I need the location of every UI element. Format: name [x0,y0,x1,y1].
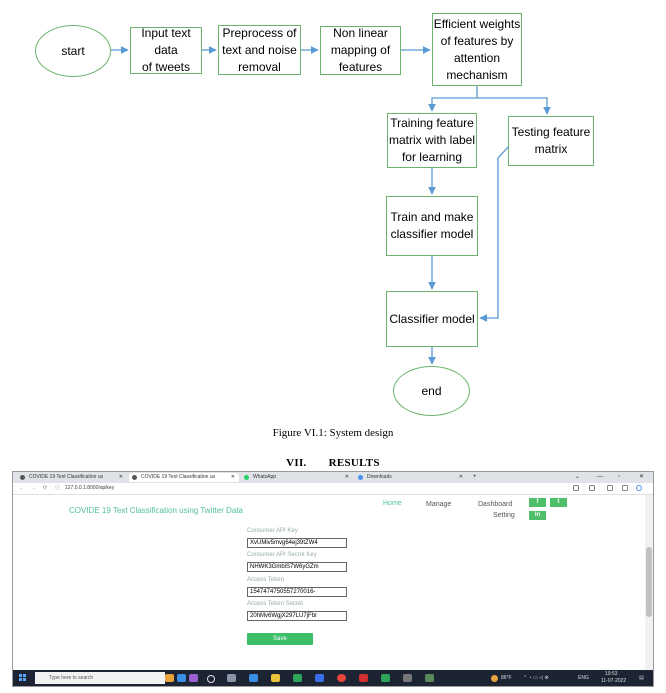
download-icon [358,475,363,480]
taskbar-search-input[interactable]: Type here to search [35,672,165,684]
taskbar-app-icon[interactable] [271,674,280,682]
browser-tab-bar: COVIDE 19 Text Classification us ✕ COVID… [13,472,653,483]
new-tab-button[interactable]: + [473,474,477,480]
nav-manage[interactable]: Manage [426,501,452,508]
node-end: end [393,366,470,416]
reload-icon[interactable]: ⟳ [43,485,48,491]
tab-label: Downloads [367,474,392,480]
share-icon[interactable] [573,485,579,491]
notification-icon[interactable]: ▤ [639,675,644,681]
scrollbar-thumb[interactable] [646,547,652,617]
close-icon[interactable]: ✕ [458,474,463,480]
node-start: start [35,25,111,77]
node-nonlinear: Non linear mapping of features [320,26,401,75]
taskbar-app-icon[interactable] [177,674,186,682]
address-bar: ← → ⟳ ⓘ 127.0.0.1:8000/apikey [13,483,653,495]
windows-taskbar: Type here to search 86°F ⌃ ◔ ▭ ◁ ⊗ ENG 1… [13,670,653,686]
weather-icon [491,675,498,682]
task-view-icon[interactable] [227,674,236,682]
taskbar-app-icon[interactable] [381,674,390,682]
tab-label: COVIDE 19 Text Classification us [29,474,104,480]
access-token-label: Access Token [247,577,284,583]
windows-start-icon[interactable] [19,674,27,682]
system-design-flowchart [110,46,551,365]
consumer-api-key-input[interactable]: XvUMiv5mvg64ej39tZW4 [247,538,347,548]
forward-icon[interactable]: → [31,485,36,491]
node-testing: Testing feature matrix [508,116,594,166]
tab-label: COVIDE 19 Text Classification us [141,474,216,480]
taskbar-app-icon[interactable] [315,674,324,682]
clock-date[interactable]: 11-07-2022 [601,678,627,684]
access-token-secret-input[interactable]: 20hMv6WgjX297LU7jFbr [247,611,347,621]
section-heading: VII. RESULTS [0,457,666,469]
section-title: RESULTS [328,457,380,469]
figure-caption: Figure VI.1: System design [272,427,394,439]
consumer-api-key-label: Consumer API Key [247,528,298,534]
twitter-icon[interactable]: t [550,498,567,507]
info-icon: ⓘ [55,485,61,491]
arrow-attention-to-testing [477,97,551,115]
taskbar-app-icon[interactable] [359,674,368,682]
back-icon[interactable]: ← [19,485,24,491]
facebook-icon[interactable]: f [529,498,546,507]
window-close-icon[interactable]: ✕ [639,474,645,480]
cortana-icon[interactable] [207,675,215,683]
sidebar-icon[interactable] [607,485,613,491]
browser-tab[interactable]: COVIDE 19 Text Classification us ✕ [17,473,127,482]
browser-tab[interactable]: Downloads ✕ [355,473,467,482]
taskbar-app-icon[interactable] [189,674,198,682]
browser-tab[interactable]: WhatsApp ✕ [241,473,353,482]
close-icon[interactable]: ✕ [344,474,349,480]
url-field[interactable]: 127.0.0.1:8000/apikey [65,485,115,491]
whatsapp-icon [244,475,249,480]
globe-icon [20,475,25,480]
close-icon[interactable]: ✕ [118,474,123,480]
chrome-icon[interactable] [337,674,346,682]
chevron-down-icon[interactable]: ⌄ [575,474,581,480]
node-classifier: Classifier model [386,291,478,347]
profile-icon[interactable] [636,485,642,491]
consumer-api-secret-key-label: Consumer API Secret Key [247,552,317,558]
access-token-input[interactable]: 1547474750557270016- [247,587,347,597]
nav-home[interactable]: Home [383,500,402,507]
taskbar-app-icon[interactable] [425,674,434,682]
star-icon[interactable] [589,485,595,491]
close-icon[interactable]: ✕ [230,474,235,480]
arrow-attention-split [428,86,478,112]
maximize-icon[interactable]: ▫ [618,474,621,480]
taskbar-app-icon[interactable] [293,674,302,682]
tray-icons[interactable]: ⌃ ◔ ▭ ◁ ⊗ [523,675,549,681]
tab-label: WhatsApp [253,474,277,480]
node-attention: Efficient weights of features by attenti… [432,13,522,86]
globe-icon [132,475,137,480]
results-screenshot: COVIDE 19 Text Classification us ✕ COVID… [12,471,654,687]
section-number: VII. [286,457,307,469]
browser-tab-active[interactable]: COVIDE 19 Text Classification us ✕ [129,473,239,482]
save-button[interactable]: Save [247,633,313,645]
taskbar-app-icon[interactable] [165,674,174,682]
linkedin-icon[interactable]: in [529,511,546,520]
web-page: COVIDE 19 Text Classification using Twit… [13,495,645,670]
node-input: Input text data of tweets [130,26,202,74]
nav-setting[interactable]: Setting [493,512,515,519]
node-preprocess: Preprocess of text and noise removal [218,25,301,75]
minimize-icon[interactable]: — [597,474,603,480]
site-title[interactable]: COVIDE 19 Text Classification using Twit… [69,506,243,515]
arrow-testing-to-classifier [479,144,511,322]
clock-time[interactable]: 19:53 [605,671,618,677]
extension-icon[interactable] [622,485,628,491]
node-training: Training feature matrix with label for l… [387,113,477,168]
consumer-api-secret-key-input[interactable]: NHWK3GmbiS7W6yGZm [247,562,347,572]
access-token-secret-label: Access Token Secret [247,601,303,607]
nav-dashboard[interactable]: Dashboard [478,501,513,508]
taskbar-app-icon[interactable] [403,674,412,682]
taskbar-app-icon[interactable] [249,674,258,682]
language-indicator[interactable]: ENG [578,675,589,681]
node-train-model: Train and make classifier model [386,196,478,256]
weather-text: 86°F [501,675,512,681]
